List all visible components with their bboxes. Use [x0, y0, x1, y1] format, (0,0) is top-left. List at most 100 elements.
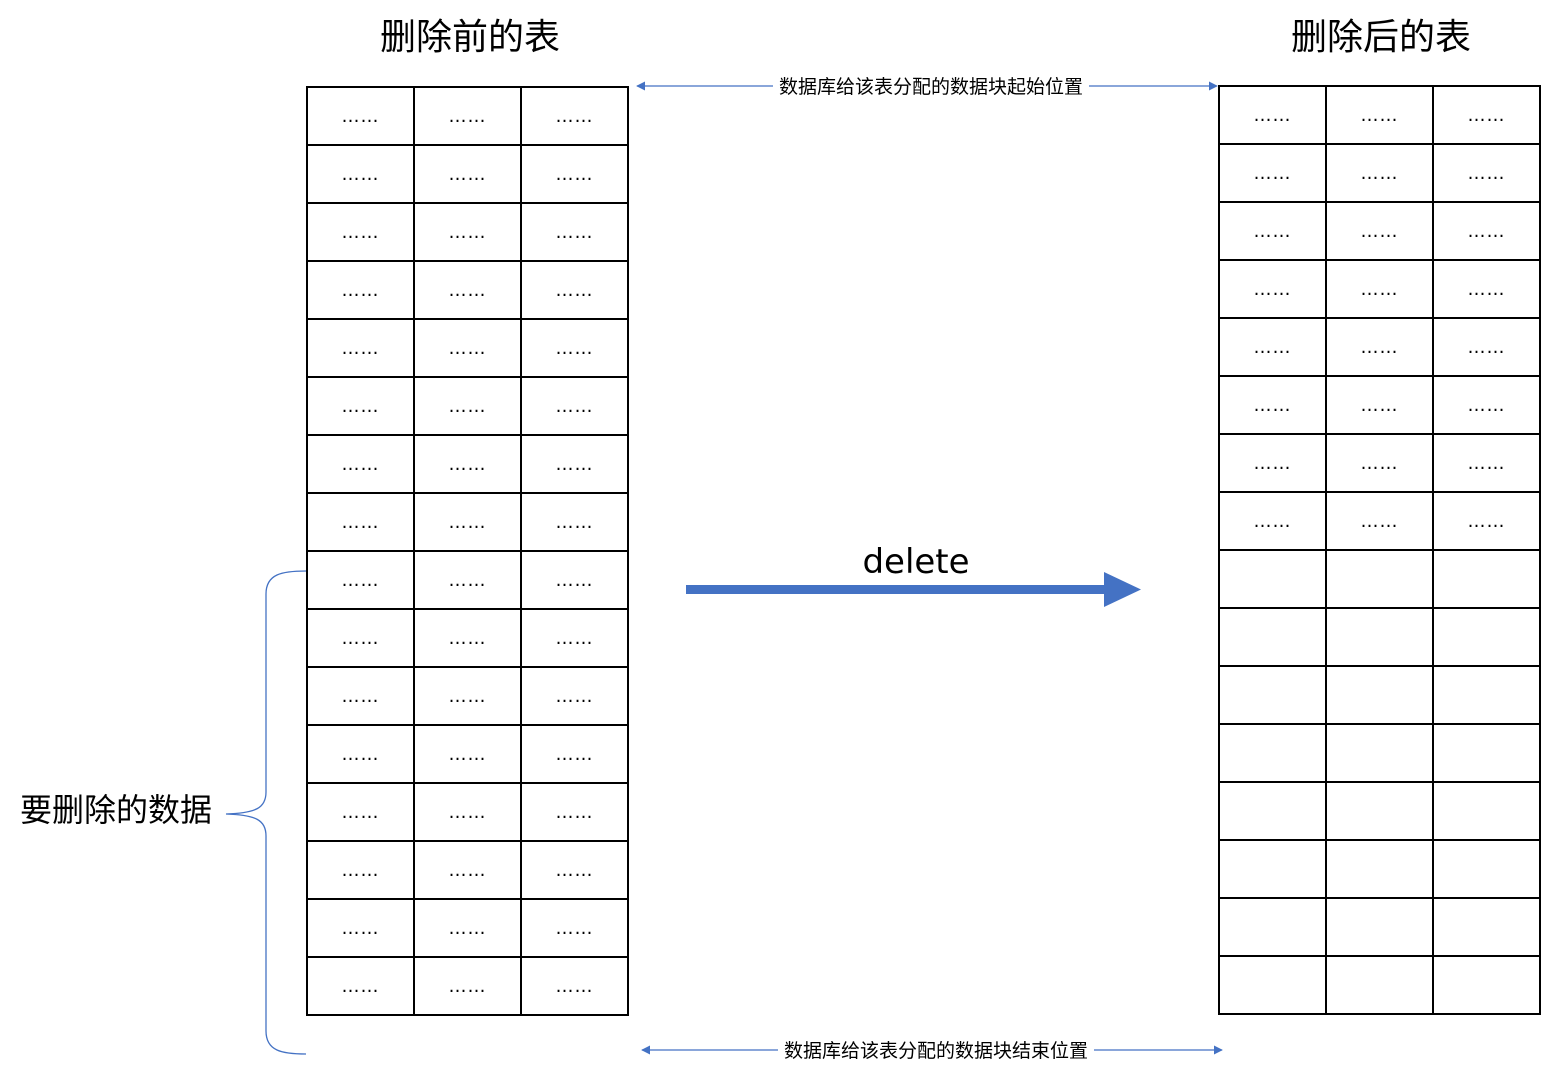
table-cell: ……: [306, 202, 415, 262]
table-row: [1218, 549, 1541, 609]
table-row: ………………: [306, 666, 629, 726]
empty-cell: [1432, 607, 1541, 667]
title-after: 删除后的表: [1290, 17, 1472, 58]
table-row: ………………: [306, 144, 629, 204]
table-cell: ……: [520, 724, 629, 784]
table-cell: ……: [520, 376, 629, 436]
table-cell: ……: [413, 608, 522, 668]
table-cell: ……: [306, 898, 415, 958]
table-row: ………………: [306, 376, 629, 436]
empty-cell: [1325, 549, 1434, 609]
table-row: ………………: [306, 840, 629, 900]
table-cell: ……: [306, 318, 415, 378]
empty-cell: [1432, 549, 1541, 609]
table-cell: ……: [1325, 85, 1434, 145]
table-row: [1218, 665, 1541, 725]
table-cell: ……: [1432, 259, 1541, 319]
table-cell: ……: [1325, 375, 1434, 435]
table-cell: ……: [520, 144, 629, 204]
empty-cell: [1325, 897, 1434, 957]
table-cell: ……: [1218, 317, 1327, 377]
empty-cell: [1325, 955, 1434, 1015]
table-cell: ……: [306, 782, 415, 842]
table-cell: ……: [520, 898, 629, 958]
delete-range-label: 要删除的数据: [20, 791, 213, 829]
table-row: [1218, 607, 1541, 667]
table-cell: ……: [413, 956, 522, 1016]
table-cell: ……: [1325, 143, 1434, 203]
empty-cell: [1325, 781, 1434, 841]
table-row: ………………: [306, 492, 629, 552]
empty-cell: [1432, 955, 1541, 1015]
empty-cell: [1218, 549, 1327, 609]
table-cell: ……: [306, 724, 415, 784]
table-row: [1218, 781, 1541, 841]
table-row: [1218, 955, 1541, 1015]
table-cell: ……: [520, 956, 629, 1016]
table-cell: ……: [413, 260, 522, 320]
table-cell: ……: [520, 202, 629, 262]
table-cell: ……: [413, 86, 522, 146]
table-cell: ……: [1325, 259, 1434, 319]
table-cell: ……: [520, 86, 629, 146]
empty-cell: [1325, 723, 1434, 783]
table-row: ………………: [306, 550, 629, 610]
table-cell: ……: [306, 144, 415, 204]
table-cell: ……: [306, 260, 415, 320]
table-cell: ……: [1432, 433, 1541, 493]
table-cell: ……: [1432, 143, 1541, 203]
table-cell: ……: [413, 202, 522, 262]
table-cell: ……: [520, 492, 629, 552]
title-before: 删除前的表: [379, 17, 561, 58]
table-cell: ……: [306, 840, 415, 900]
table-cell: ……: [1218, 85, 1327, 145]
table-cell: ……: [306, 666, 415, 726]
table-row: ………………: [306, 608, 629, 668]
table-cell: ……: [306, 608, 415, 668]
table-row: ………………: [1218, 317, 1541, 377]
table-row: ………………: [1218, 433, 1541, 493]
empty-cell: [1218, 781, 1327, 841]
table-cell: ……: [520, 260, 629, 320]
table-cell: ……: [306, 86, 415, 146]
table-cell: ……: [413, 666, 522, 726]
table-cell: ……: [520, 666, 629, 726]
empty-cell: [1432, 781, 1541, 841]
table-cell: ……: [306, 956, 415, 1016]
table-row: ………………: [306, 898, 629, 958]
table-row: ………………: [306, 434, 629, 494]
table-cell: ……: [520, 318, 629, 378]
table-cell: ……: [1218, 201, 1327, 261]
table-row: ………………: [1218, 259, 1541, 319]
table-row: ………………: [306, 956, 629, 1016]
table-cell: ……: [520, 550, 629, 610]
table-row: ………………: [1218, 491, 1541, 551]
table-cell: ……: [1325, 433, 1434, 493]
table-cell: ……: [1432, 491, 1541, 551]
table-cell: ……: [306, 550, 415, 610]
table-cell: ……: [1432, 85, 1541, 145]
empty-cell: [1432, 839, 1541, 899]
empty-cell: [1432, 897, 1541, 957]
empty-cell: [1432, 723, 1541, 783]
empty-cell: [1325, 839, 1434, 899]
table-row: ………………: [1218, 85, 1541, 145]
empty-cell: [1218, 839, 1327, 899]
table-row: ………………: [1218, 201, 1541, 261]
table-row: ………………: [1218, 375, 1541, 435]
empty-cell: [1218, 665, 1327, 725]
table-cell: ……: [1325, 201, 1434, 261]
table-cell: ……: [1325, 491, 1434, 551]
empty-cell: [1218, 955, 1327, 1015]
table-cell: ……: [413, 144, 522, 204]
table-cell: ……: [306, 376, 415, 436]
table-cell: ……: [413, 376, 522, 436]
table-cell: ……: [520, 434, 629, 494]
table-cell: ……: [1218, 433, 1327, 493]
table-row: [1218, 723, 1541, 783]
empty-cell: [1218, 897, 1327, 957]
table-row: ………………: [306, 724, 629, 784]
table-cell: ……: [520, 782, 629, 842]
table-row: ………………: [306, 86, 629, 146]
table-cell: ……: [413, 550, 522, 610]
